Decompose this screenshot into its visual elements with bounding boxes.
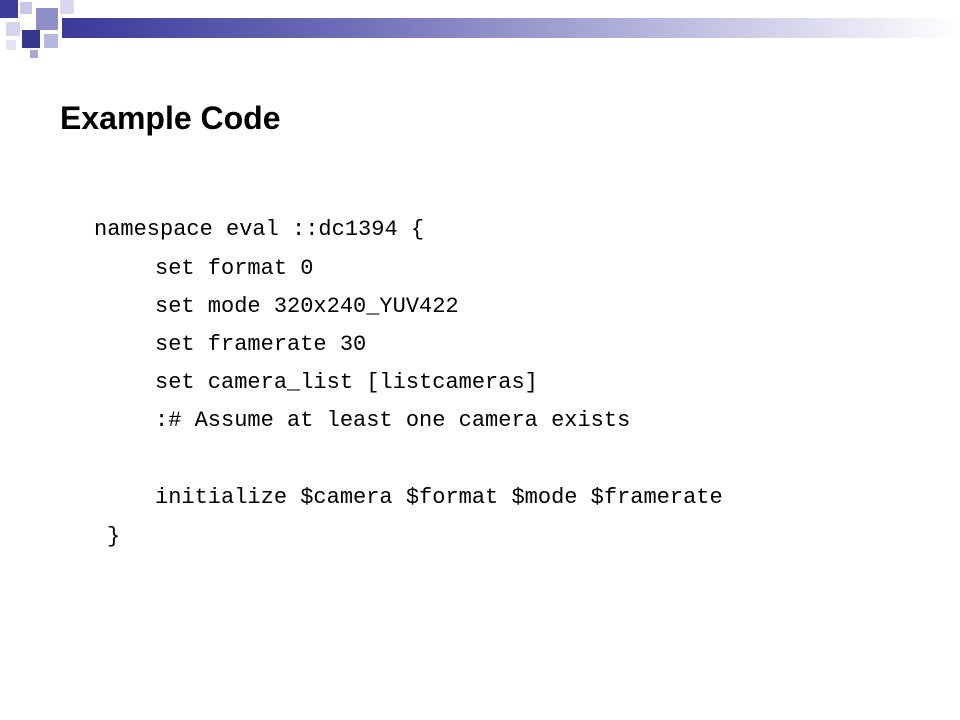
code-line: set format 0 <box>155 256 314 281</box>
decorative-square <box>6 40 16 50</box>
decorative-square <box>44 34 58 48</box>
code-line: set framerate 30 <box>155 332 367 357</box>
decorative-square <box>36 8 58 30</box>
decorative-square <box>20 2 32 14</box>
decorative-square <box>30 50 38 58</box>
code-line: set mode 320x240_YUV422 <box>155 294 459 319</box>
decorative-square <box>60 0 74 14</box>
decorative-square <box>6 22 20 36</box>
code-line: namespace eval ::dc1394 { <box>94 217 425 242</box>
decorative-square <box>0 0 18 18</box>
decorative-squares <box>0 0 80 60</box>
code-line: initialize $camera $format $mode $framer… <box>155 485 723 510</box>
code-line: } <box>107 524 121 549</box>
code-line: set camera_list [listcameras] <box>155 370 538 395</box>
code-line: :# Assume at least one camera exists <box>155 408 631 433</box>
slide-title: Example Code <box>60 100 281 136</box>
decorative-square <box>22 30 40 48</box>
header-gradient-bar <box>62 18 960 38</box>
